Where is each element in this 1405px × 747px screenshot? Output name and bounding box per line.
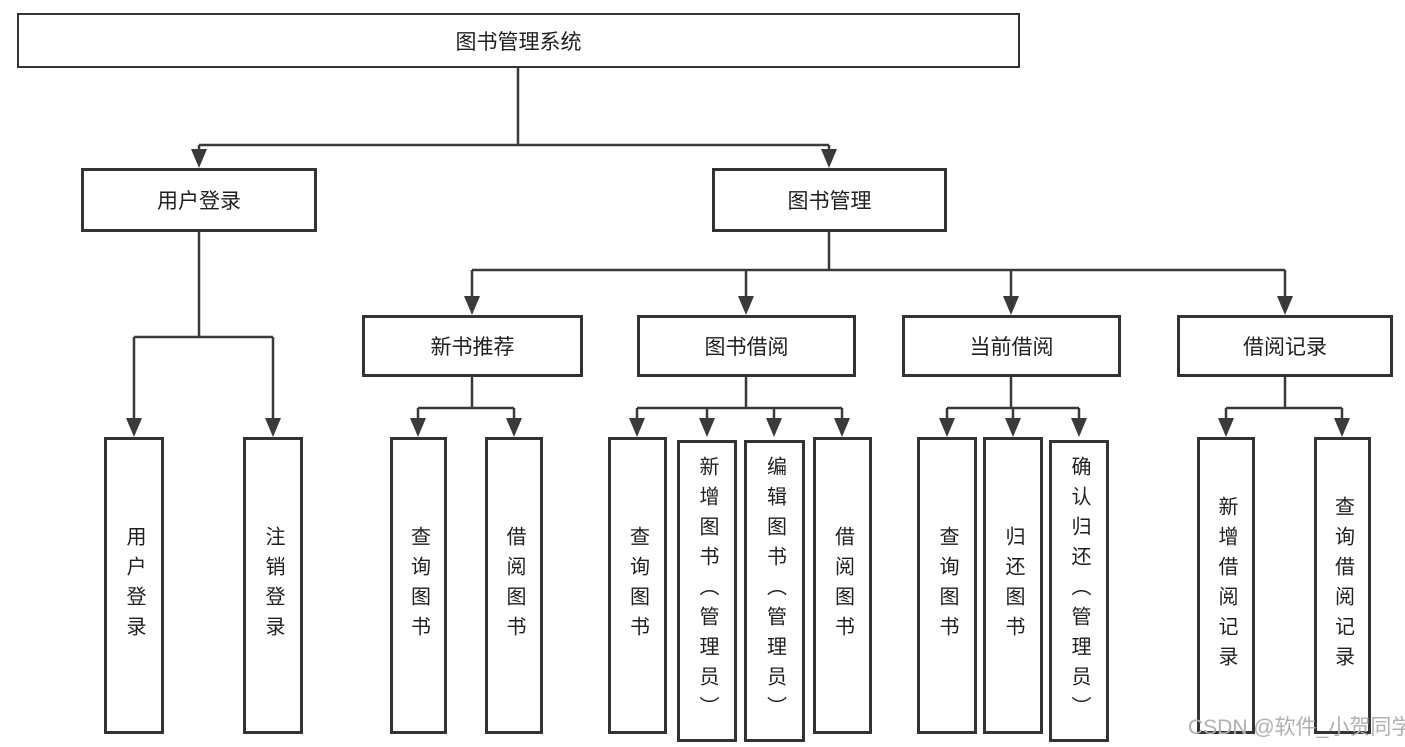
leaf-borrow-query-books-label: 查询图书 <box>626 525 649 646</box>
leaf-add-books-admin-label: 新增图书（管理员） <box>696 456 718 726</box>
node-user-login: 用户登录 <box>81 168 317 232</box>
connector-newbook-to-leaves <box>416 377 516 420</box>
leaf-confirm-return-admin: 确认归还（管理员） <box>1049 440 1109 742</box>
leaf-edit-books-admin-label: 编辑图书（管理员） <box>763 456 786 726</box>
leaf-logout: 注销登录 <box>243 437 303 734</box>
node-new-book-recommend: 新书推荐 <box>362 315 583 377</box>
connector-records-to-leaves <box>1224 377 1344 420</box>
connector-current-to-leaves <box>945 377 1081 420</box>
leaf-newbook-query-books: 查询图书 <box>390 437 447 734</box>
leaf-current-query-books-label: 查询图书 <box>936 525 958 646</box>
leaf-logout-label: 注销登录 <box>262 525 284 646</box>
leaf-newbook-borrow-books-label: 借阅图书 <box>503 525 525 646</box>
leaf-user-login: 用户登录 <box>104 437 164 734</box>
node-current-borrowing: 当前借阅 <box>902 315 1121 377</box>
leaf-newbook-query-books-label: 查询图书 <box>407 525 430 646</box>
node-new-book-recommend-label: 新书推荐 <box>430 336 515 359</box>
watermark: CSDN @软件_小贺同学 <box>1188 716 1405 739</box>
arrowheads <box>126 149 1350 437</box>
node-book-management: 图书管理 <box>712 168 947 232</box>
leaf-query-borrow-record: 查询借阅记录 <box>1314 437 1371 734</box>
leaf-add-books-admin: 新增图书（管理员） <box>677 440 737 742</box>
node-book-management-label: 图书管理 <box>787 190 872 213</box>
leaf-current-query-books: 查询图书 <box>917 437 977 734</box>
connector-root-to-level2 <box>197 68 831 150</box>
node-root-label: 图书管理系统 <box>455 30 582 54</box>
leaf-user-login-label: 用户登录 <box>123 525 145 646</box>
leaf-borrow-query-books: 查询图书 <box>608 437 667 734</box>
connector-userlogin-to-leaves <box>132 232 275 420</box>
connector-borrow-to-leaves <box>635 377 844 420</box>
leaf-return-books-label: 归还图书 <box>1002 525 1024 646</box>
leaf-add-borrow-record: 新增借阅记录 <box>1197 437 1255 734</box>
connector-bookmgmt-to-level3 <box>470 232 1287 298</box>
node-borrowing-records-label: 借阅记录 <box>1243 336 1327 359</box>
node-book-borrowing-label: 图书借阅 <box>704 336 789 359</box>
node-book-borrowing: 图书借阅 <box>637 315 856 377</box>
leaf-query-borrow-record-label: 查询借阅记录 <box>1331 495 1354 676</box>
node-user-login-label: 用户登录 <box>157 190 241 213</box>
leaf-add-borrow-record-label: 新增借阅记录 <box>1215 495 1237 676</box>
leaf-newbook-borrow-books: 借阅图书 <box>485 437 543 734</box>
node-current-borrowing-label: 当前借阅 <box>969 336 1054 359</box>
leaf-borrow-borrow-books: 借阅图书 <box>813 437 872 734</box>
node-root: 图书管理系统 <box>17 13 1020 68</box>
leaf-return-books: 归还图书 <box>983 437 1043 734</box>
leaf-edit-books-admin: 编辑图书（管理员） <box>744 440 805 742</box>
leaf-borrow-borrow-books-label: 借阅图书 <box>831 525 854 646</box>
leaf-confirm-return-admin-label: 确认归还（管理员） <box>1068 456 1090 726</box>
node-borrowing-records: 借阅记录 <box>1177 315 1393 377</box>
